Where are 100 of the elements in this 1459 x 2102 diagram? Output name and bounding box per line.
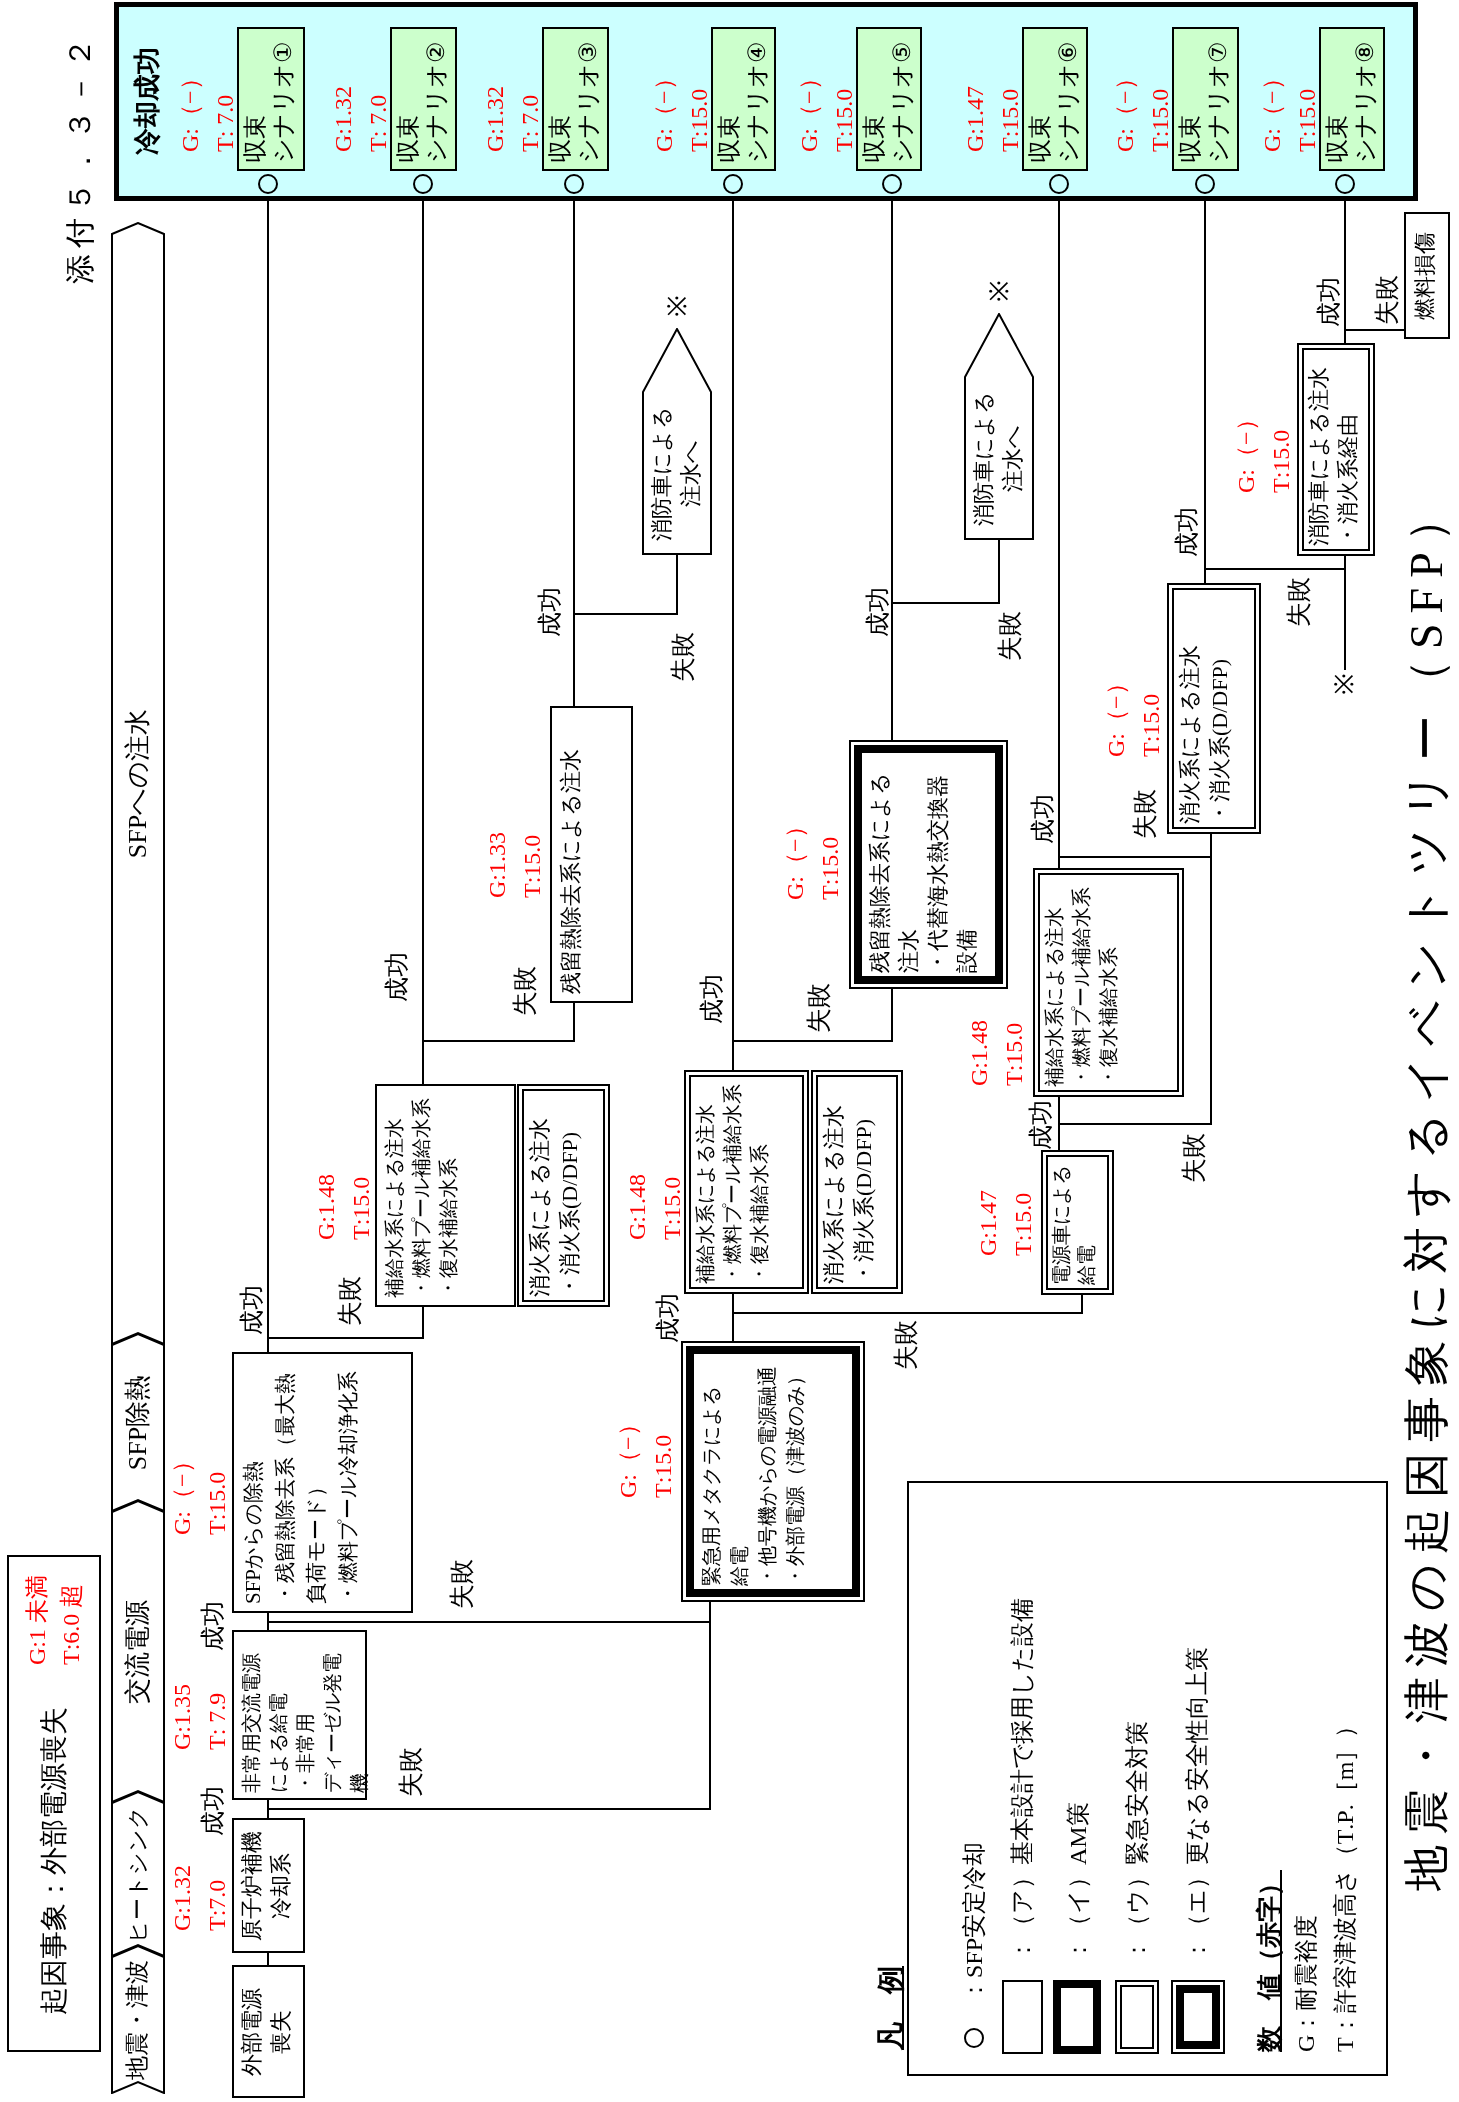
value-label: G:（−） bbox=[170, 1449, 194, 1535]
box-text: 残留熱除去系による注水 bbox=[557, 748, 584, 994]
box-text: ・復水補給水系 bbox=[747, 1143, 771, 1284]
system-box bbox=[1167, 583, 1261, 834]
value-label: G:（−） bbox=[1104, 671, 1128, 757]
box-text: 消防車による注水 bbox=[1305, 366, 1332, 546]
box-text: ・燃料プール冷却浄化系 bbox=[334, 1370, 361, 1604]
end-circle bbox=[564, 174, 584, 194]
box-text: 収束シナリオ⑦ bbox=[1177, 40, 1232, 163]
value-label: T:15.0 bbox=[1139, 693, 1163, 757]
scenario-box bbox=[711, 27, 776, 171]
edge-label: 成功 bbox=[383, 952, 409, 1002]
system-box bbox=[1033, 868, 1184, 1097]
edge-label: 失敗 bbox=[397, 1747, 423, 1797]
edge-label: 失敗 bbox=[1180, 1133, 1206, 1183]
box-text: 収束シナリオ① bbox=[242, 40, 297, 163]
value-label: T:15.0 bbox=[1295, 88, 1319, 152]
box-text: 収束シナリオ③ bbox=[547, 40, 602, 163]
system-box bbox=[684, 1070, 809, 1294]
box-text: 収束シナリオ⑥ bbox=[1027, 40, 1082, 163]
legend-text: ：（イ）AM策 bbox=[1066, 1802, 1090, 1962]
end-circle bbox=[723, 174, 743, 194]
edge-label: 成功 bbox=[1029, 794, 1055, 844]
scenario-box bbox=[1172, 27, 1239, 171]
value-label: G:（−） bbox=[652, 66, 676, 152]
scenario-box bbox=[1319, 27, 1385, 171]
reference-mark: ※ bbox=[1331, 670, 1359, 698]
edge-label: 成功 bbox=[1027, 1100, 1053, 1150]
value-label: T:6.0 超 bbox=[59, 1582, 83, 1665]
box-text: ・外部電源（津波のみ） bbox=[783, 1365, 807, 1586]
value-label: T:15.0 bbox=[660, 1176, 684, 1240]
branch-line bbox=[422, 1002, 575, 1085]
box-text: 消火系による注水 bbox=[526, 1117, 553, 1297]
box-text: 消火系による注水 bbox=[1176, 644, 1203, 824]
box-text: 電源車による給電 bbox=[1049, 1164, 1098, 1285]
edge-label: 失敗 bbox=[1285, 577, 1311, 627]
end-state-box bbox=[1404, 212, 1450, 339]
system-box bbox=[232, 1965, 305, 2098]
value-label: G:（−） bbox=[1234, 407, 1258, 493]
event-text: 起因事象：外部電源喪失 bbox=[37, 1707, 70, 2015]
box-text: SFPからの除熱 bbox=[240, 1459, 266, 1604]
end-circle bbox=[413, 174, 433, 194]
edge-label: 成功 bbox=[1173, 507, 1199, 557]
edge-label: 失敗 bbox=[996, 611, 1022, 661]
heading-band bbox=[111, 1945, 165, 2094]
system-box bbox=[1297, 343, 1375, 556]
box-text: 消火系による注水 bbox=[820, 1104, 847, 1284]
heading-band bbox=[111, 1333, 165, 1512]
heading-text: ヒートシンク bbox=[123, 1804, 151, 1945]
system-box bbox=[517, 1084, 610, 1307]
value-label: T: 7.0 bbox=[366, 94, 390, 152]
value-label: T:15.0 bbox=[687, 88, 711, 152]
value-label: T: 7.0 bbox=[213, 94, 237, 152]
system-box bbox=[232, 1352, 413, 1613]
value-label: G:1.48 bbox=[314, 1174, 338, 1240]
branch-line bbox=[1344, 329, 1405, 344]
edge-label: 失敗 bbox=[669, 632, 695, 682]
value-label: T:15.0 bbox=[520, 834, 544, 898]
box-text: 燃料損傷 bbox=[1411, 230, 1438, 322]
legend-text: ：SFP安定冷却 bbox=[962, 1841, 986, 2002]
branch-line bbox=[573, 554, 678, 707]
system-box bbox=[232, 1630, 367, 1800]
result-panel bbox=[114, 2, 1418, 201]
scenario-box bbox=[237, 27, 305, 171]
system-box bbox=[550, 706, 633, 1003]
value-label: T:15.0 bbox=[1148, 88, 1172, 152]
box-text: 収束シナリオ⑧ bbox=[1324, 40, 1379, 163]
value-label: G:1.32 bbox=[331, 86, 355, 152]
value-label: T:15.0 bbox=[1269, 429, 1293, 493]
heading-text: 地震・津波 bbox=[123, 1958, 152, 2082]
edge-label: 成功 bbox=[536, 587, 562, 637]
box-text: ・燃料プール補給水系 bbox=[720, 1083, 744, 1284]
legend-text: ：（エ）更なる安全性向上策 bbox=[1185, 1647, 1209, 1962]
heading-text: SFP除熱 bbox=[122, 1373, 154, 1473]
edge-label: 成功 bbox=[1315, 277, 1341, 327]
box-text: ・復水補給水系 bbox=[1096, 946, 1120, 1087]
system-box bbox=[1041, 1150, 1114, 1295]
branch-line bbox=[732, 988, 893, 1071]
value-label: T:7.0 bbox=[205, 1879, 229, 1931]
branch-line bbox=[267, 1306, 424, 1353]
legend-text: ：（ア）基本設計で採用した設備 bbox=[1010, 1598, 1034, 1962]
edge-label: 失敗 bbox=[448, 1559, 474, 1609]
event-box bbox=[7, 1555, 101, 2052]
box-text: ・消火系経由 bbox=[1333, 413, 1361, 546]
box-text: 補給水系による注水 bbox=[693, 1103, 717, 1284]
value-label: T: 7.9 bbox=[205, 1692, 229, 1750]
legend-heading: 凡 例 bbox=[877, 1966, 905, 2050]
legend-text: T：許容津波高さ（T.P.［m］） bbox=[1333, 1713, 1357, 2052]
edge-label: 成功 bbox=[654, 1293, 680, 1343]
value-label: G:1.47 bbox=[976, 1190, 1000, 1256]
value-label: T:15.0 bbox=[651, 1434, 675, 1498]
heading-band bbox=[111, 1500, 165, 1803]
diagram-title: 地震・津波の起因事象に対するイベントツリー（SFP） bbox=[1404, 486, 1450, 1891]
box-text: 原子炉補機冷却系 bbox=[238, 1829, 294, 1943]
edge-label: 失敗 bbox=[892, 1320, 918, 1370]
value-label: G:1.48 bbox=[967, 1020, 991, 1086]
value-label: T: 7.0 bbox=[518, 94, 542, 152]
value-label: G:（−） bbox=[616, 1412, 640, 1498]
heading-text: 交流電源 bbox=[122, 1598, 154, 1706]
value-label: G:（−） bbox=[797, 66, 821, 152]
